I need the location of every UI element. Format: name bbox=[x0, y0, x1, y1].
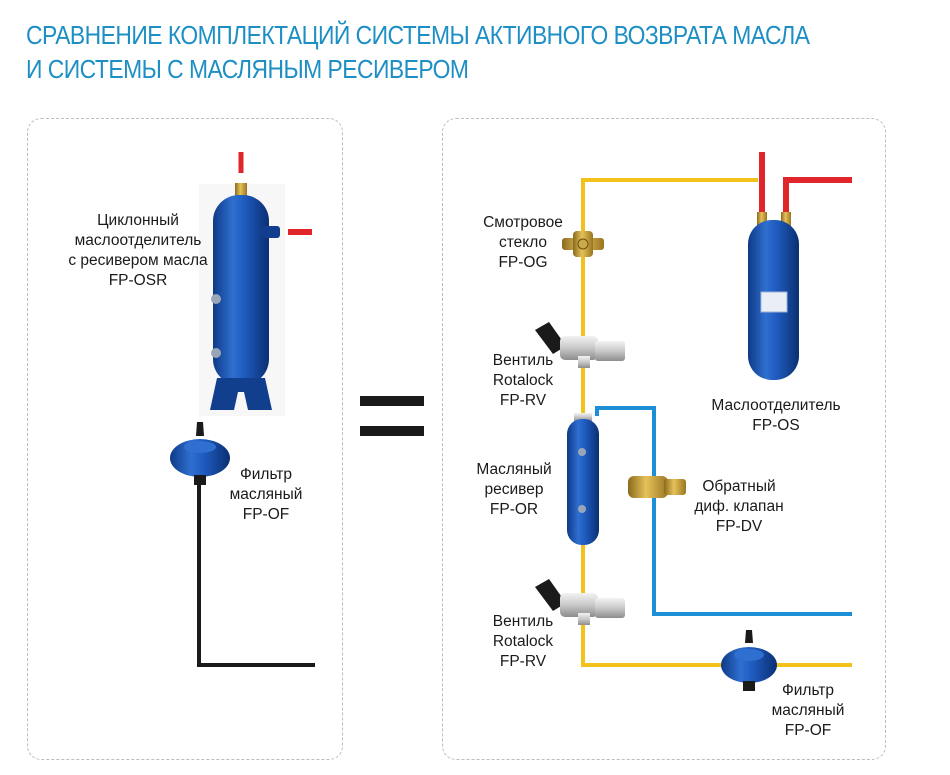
valve-top-name-line-2: Rotalock bbox=[492, 372, 554, 389]
title-line-2: И СИСТЕМЫ С МАСЛЯНЫМ РЕСИВЕРОМ bbox=[26, 54, 469, 84]
sight-glass-image bbox=[562, 231, 604, 257]
check-valve-code: FP-DV bbox=[715, 518, 763, 535]
check-valve-name-line-2: диф. клапан bbox=[694, 498, 784, 515]
left-filter-name-line-1: Фильтр bbox=[239, 466, 293, 483]
right-filter-name-line-2: масляный bbox=[771, 702, 845, 719]
left-black-pipe bbox=[197, 485, 315, 667]
left-filter-label: Фильтр масляный FP-OF bbox=[230, 465, 303, 525]
receiver-name-line-2: ресивер bbox=[484, 481, 544, 498]
sight-glass-label: Смотровое стекло FP-OG bbox=[483, 213, 563, 273]
valve-top-label: Вентиль Rotalock FP-RV bbox=[493, 351, 553, 411]
sight-glass-name-line-2: стекло bbox=[498, 234, 548, 251]
valve-top-name-line-1: Вентиль bbox=[492, 352, 554, 369]
rotalock-valve-top-image bbox=[535, 322, 625, 368]
right-filter-name-line-1: Фильтр bbox=[781, 682, 835, 699]
oil-separator-name: Маслоотделитель bbox=[711, 397, 841, 414]
receiver-label: Масляный ресивер FP-OR bbox=[476, 460, 551, 520]
receiver-code: FP-OR bbox=[489, 501, 539, 518]
right-filter-code: FP-OF bbox=[784, 722, 832, 739]
oil-receiver-image bbox=[567, 413, 599, 545]
right-red-pipes bbox=[759, 152, 852, 215]
left-red-pipes bbox=[238, 152, 312, 235]
left-filter-name-line-2: масляный bbox=[229, 486, 303, 503]
valve-top-code: FP-RV bbox=[499, 392, 547, 409]
sight-glass-code: FP-OG bbox=[498, 254, 548, 271]
check-valve-image bbox=[628, 476, 686, 498]
right-filter-label: Фильтр масляный FP-OF bbox=[772, 681, 845, 741]
right-panel bbox=[442, 118, 886, 760]
check-valve-label: Обратный диф. клапан FP-DV bbox=[694, 477, 783, 537]
right-blue-pipe bbox=[595, 406, 852, 616]
rotalock-valve-bottom-image bbox=[535, 579, 625, 625]
left-oil-filter-image bbox=[170, 422, 230, 485]
separator-name-line-3: с ресивером масла bbox=[68, 252, 208, 269]
separator-code: FP-OSR bbox=[108, 272, 168, 289]
receiver-name-line-1: Масляный bbox=[476, 461, 552, 478]
left-filter-code: FP-OF bbox=[242, 506, 290, 523]
title-line-1: СРАВНЕНИЕ КОМПЛЕКТАЦИЙ СИСТЕМЫ АКТИВНОГО… bbox=[26, 20, 810, 50]
left-panel bbox=[27, 118, 343, 760]
valve-bottom-label: Вентиль Rotalock FP-RV bbox=[493, 612, 553, 672]
separator-name-line-1: Циклонный bbox=[97, 212, 179, 229]
equals-sign-bottom-bar bbox=[360, 426, 424, 436]
check-valve-name-line-1: Обратный bbox=[702, 478, 776, 495]
valve-bottom-code: FP-RV bbox=[499, 653, 547, 670]
oil-separator-label: Маслоотделитель FP-OS bbox=[711, 396, 840, 436]
oil-separator-code: FP-OS bbox=[752, 417, 800, 434]
valve-bottom-name-line-2: Rotalock bbox=[492, 633, 554, 650]
oil-separator-image bbox=[748, 212, 799, 380]
equals-sign-top-bar bbox=[360, 396, 424, 406]
right-oil-filter-image bbox=[721, 630, 777, 691]
separator-name-line-2: маслоотделитель bbox=[74, 232, 202, 249]
cyclone-separator-image bbox=[199, 183, 285, 416]
valve-bottom-name-line-1: Вентиль bbox=[492, 613, 554, 630]
separator-label: Циклонный маслоотделитель с ресивером ма… bbox=[68, 211, 207, 291]
sight-glass-name-line-1: Смотровое bbox=[483, 214, 563, 231]
